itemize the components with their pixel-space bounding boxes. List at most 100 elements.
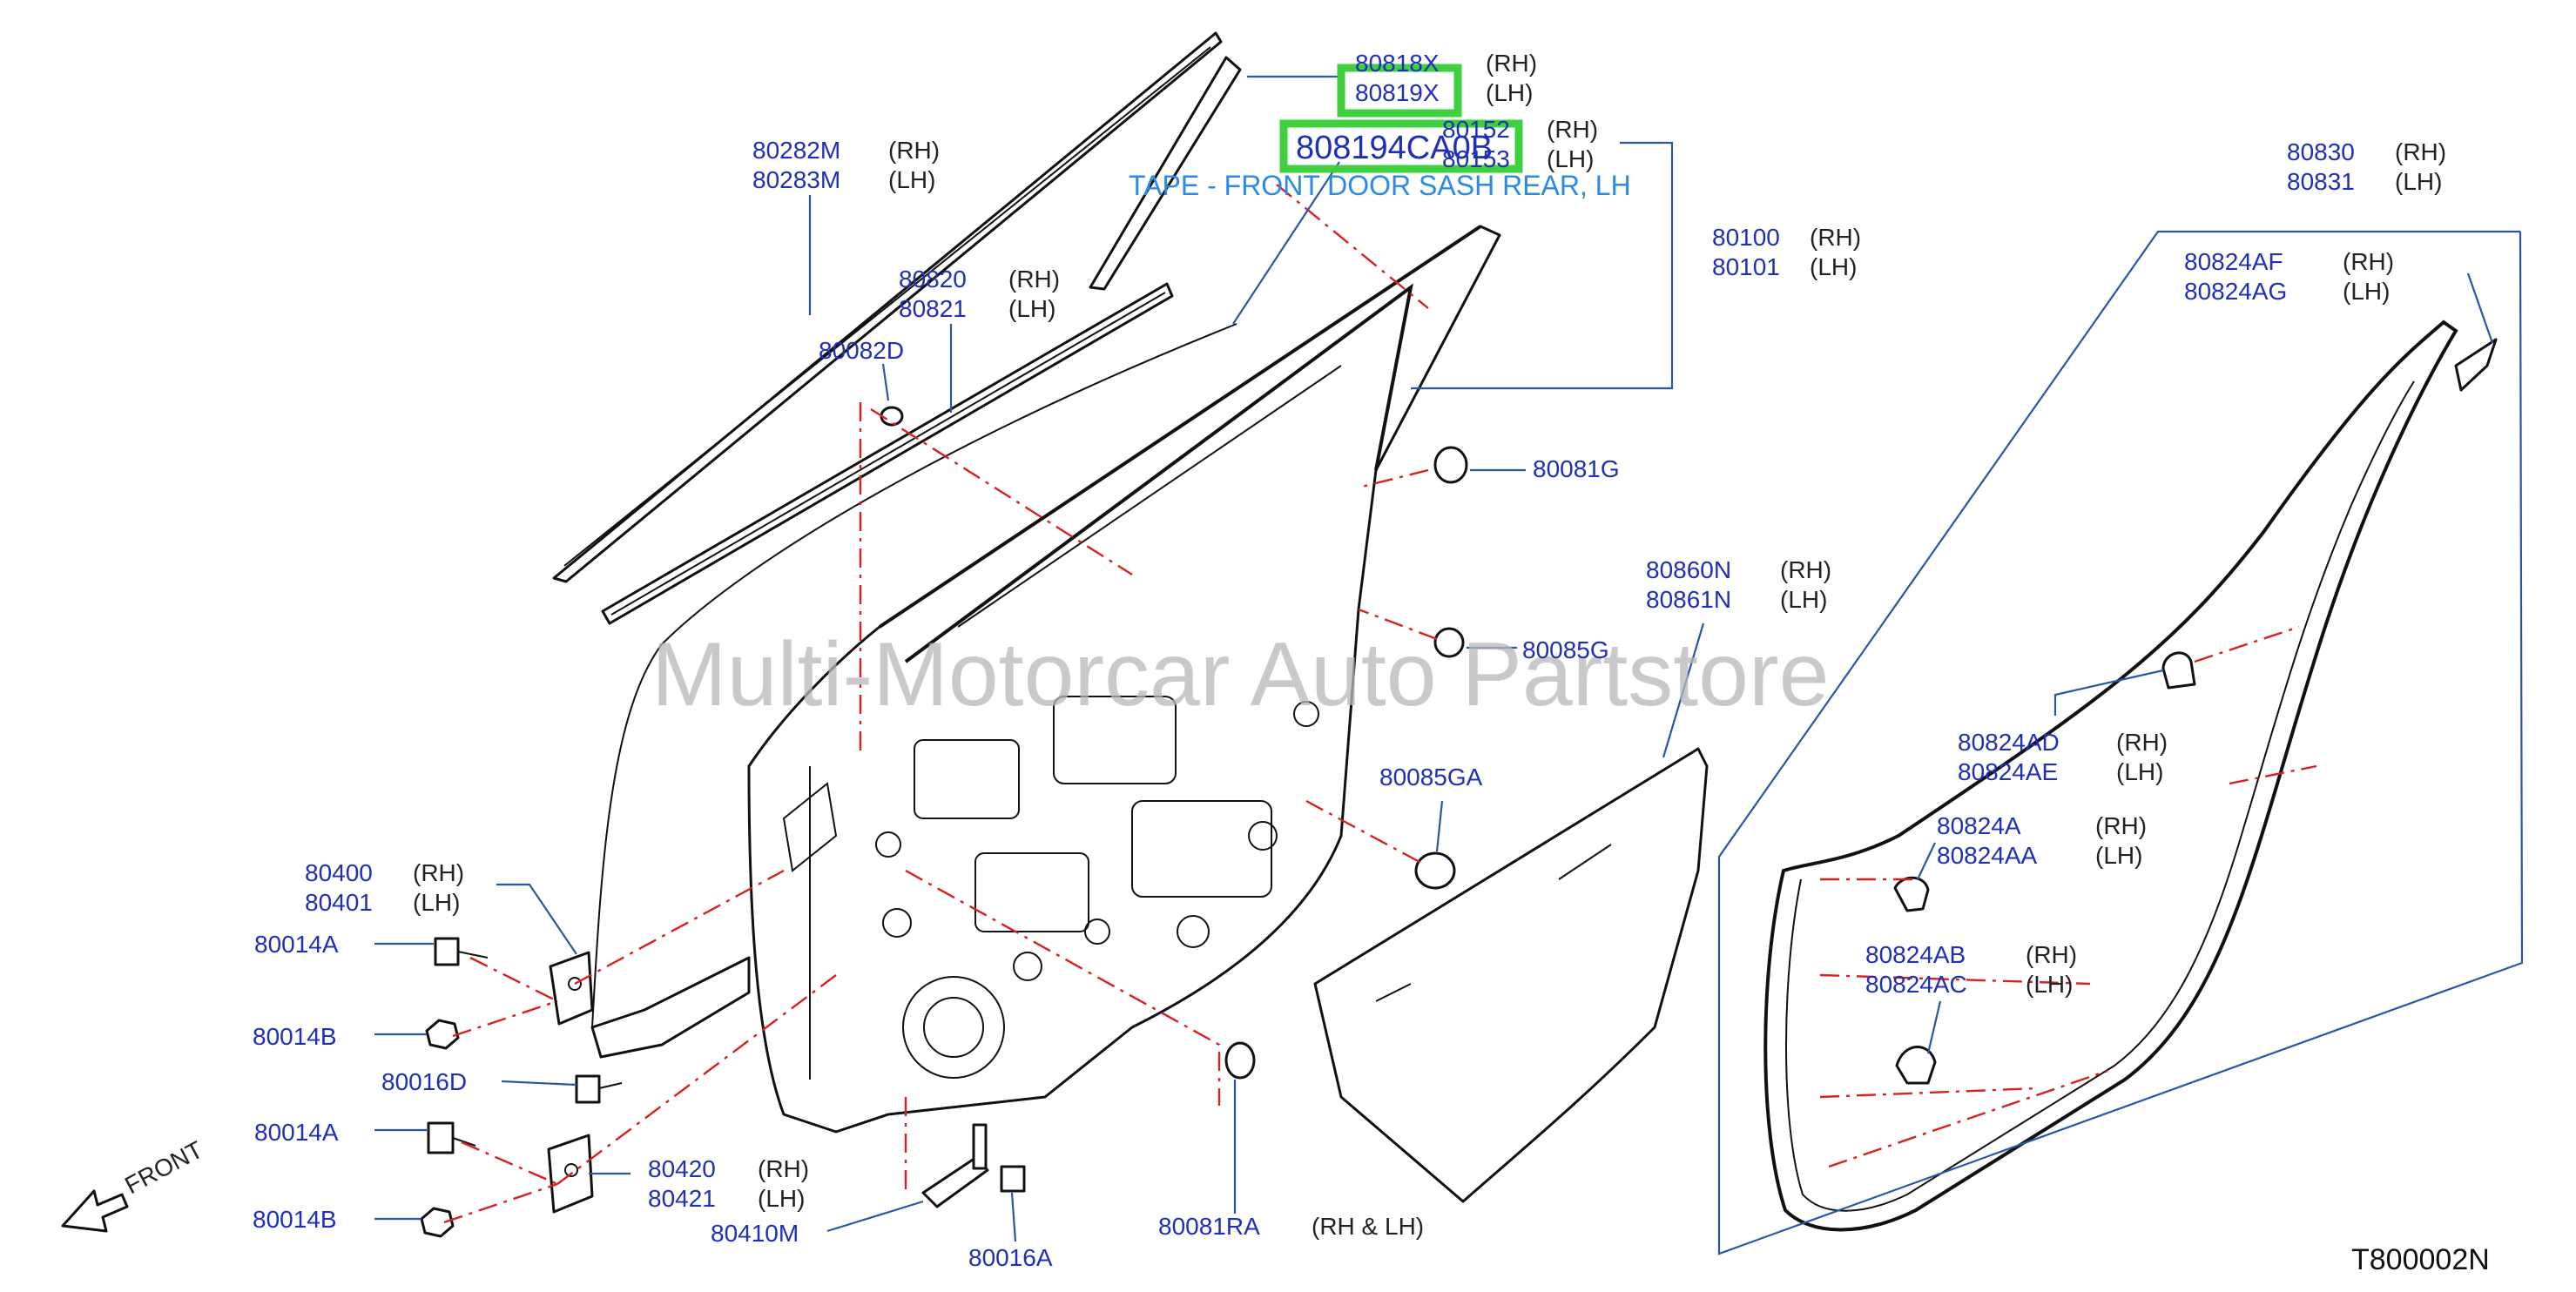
label-80824AB[interactable]: 80824AB(RH) [1865,941,2077,968]
svg-text:(RH): (RH) [2095,812,2147,839]
label-80081G[interactable]: 80081G [1533,455,1620,482]
bolt-80014A-upper [434,937,489,966]
label-80014B-lower[interactable]: 80014B [253,1206,337,1233]
svg-text:(RH): (RH) [2116,729,2168,756]
svg-text:80082D: 80082D [819,337,904,364]
svg-text:80830: 80830 [2287,138,2355,165]
svg-text:80420: 80420 [648,1155,716,1182]
label-80824AC[interactable]: 80824AC(LH) [1865,971,2073,998]
label-80014B-upper[interactable]: 80014B [253,1023,337,1050]
highlighted-part-number[interactable]: 808194CA0B [1296,130,1493,166]
label-80085GA[interactable]: 80085GA [1379,764,1483,791]
label-80824AF[interactable]: 80824AF(RH) [2184,248,2394,275]
label-80830[interactable]: 80830 (RH) [2287,138,2446,165]
label-80101[interactable]: 80101(LH) [1712,253,1857,280]
label-80820[interactable]: 80820(RH) [899,266,1060,293]
label-80861N[interactable]: 80861N(LH) [1646,586,1827,613]
label-80081RA[interactable]: 80081RA(RH & LH) [1158,1213,1424,1240]
svg-text:80153: 80153 [1442,145,1510,172]
label-80824A[interactable]: 80824A (RH) [1937,812,2147,839]
svg-text:(RH): (RH) [1547,116,1598,143]
svg-text:(RH): (RH) [888,137,940,164]
plug-80085GA [1414,851,1456,890]
svg-text:80824A: 80824A [1937,812,2021,839]
label-80860N[interactable]: 80860N(RH) [1646,556,1831,583]
svg-text:(RH): (RH) [2026,941,2077,968]
highlight-box-80819X [1337,64,1462,118]
door-check-link [921,1123,989,1208]
label-80401[interactable]: 80401(LH) [305,889,460,916]
label-80420[interactable]: 80420(RH) [648,1155,809,1182]
svg-text:(LH): (LH) [1547,145,1594,172]
label-80824AG[interactable]: 80824AG(LH) [2184,278,2390,305]
svg-text:80014B: 80014B [253,1206,337,1233]
watermark: Multi-Motorcar Auto Partstore [651,624,1829,725]
svg-text:80081G: 80081G [1533,455,1620,482]
label-80283M[interactable]: 80283M(LH) [752,166,935,193]
nut-80014B-upper [425,1019,460,1050]
svg-text:80819X: 80819X [1355,79,1440,106]
label-80400[interactable]: 80400 (RH) [305,859,464,886]
sash-moulding-strip [552,31,1223,583]
svg-text:(RH): (RH) [2395,138,2446,165]
svg-text:(LH): (LH) [2343,278,2390,305]
label-80014A-upper[interactable]: 80014A [254,931,339,958]
label-80014A-lower[interactable]: 80014A [254,1119,339,1146]
svg-text:(RH): (RH) [2343,248,2394,275]
svg-text:80400: 80400 [305,859,373,886]
svg-text:80860N: 80860N [1646,556,1731,583]
svg-text:80821: 80821 [899,295,967,322]
bolt-80016A [1000,1165,1026,1193]
label-80282M[interactable]: 80282M (RH) [752,137,940,164]
clip-80082D [880,406,904,427]
svg-text:80818X: 80818X [1355,50,1440,77]
svg-text:80861N: 80861N [1646,586,1731,613]
label-80818X[interactable]: 80818X (RH) [1355,50,1537,77]
label-80831[interactable]: 80831(LH) [2287,168,2442,195]
svg-text:80101: 80101 [1712,253,1780,280]
label-80824AA[interactable]: 80824AA(LH) [1937,842,2142,869]
label-80016A[interactable]: 80016A [968,1244,1053,1271]
part-labels: 80818X(RH) 80819X(LH) 80152(RH) 80153(LH… [253,50,2446,1271]
svg-text:(RH): (RH) [413,859,464,886]
grommet-80081G [1433,446,1468,484]
label-80085G[interactable]: 80085G [1522,636,1609,663]
svg-text:80016A: 80016A [968,1244,1053,1271]
label-80153[interactable]: 80153 (LH) [1442,145,1594,172]
clip-80824AD [2161,651,2196,690]
label-80824AE[interactable]: 80824AE(LH) [1958,758,2163,785]
svg-text:(LH): (LH) [2095,842,2142,869]
svg-text:(RH): (RH) [1008,266,1060,293]
svg-text:80824AE: 80824AE [1958,758,2058,785]
label-80824AD[interactable]: 80824AD(RH) [1958,729,2168,756]
label-80152[interactable]: 80152(RH) [1442,116,1598,143]
label-80082D[interactable]: 80082D [819,337,904,364]
door-outer-panel [590,956,751,1059]
door-outer-skin [591,323,1237,1028]
plug-80081RA [1224,1041,1256,1080]
svg-text:80410M: 80410M [711,1220,799,1247]
sealing-screen [1313,747,1709,1203]
svg-text:80016D: 80016D [381,1068,467,1095]
svg-text:80283M: 80283M [752,166,840,193]
svg-text:(RH): (RH) [1810,224,1861,251]
plug-80085G [1433,627,1465,658]
svg-text:80085G: 80085G [1522,636,1609,663]
label-80016D[interactable]: 80016D [381,1068,467,1095]
svg-text:(RH): (RH) [1486,50,1537,77]
label-80100[interactable]: 80100(RH) [1712,224,1861,251]
label-80421[interactable]: 80421(LH) [648,1185,805,1212]
svg-text:80014B: 80014B [253,1023,337,1050]
belt-moulding-strip [601,282,1174,625]
svg-text:80282M: 80282M [752,137,840,164]
assembly-dashed-lines [443,184,2317,1224]
weatherstrip-end-tape [2454,338,2498,392]
label-80410M[interactable]: 80410M [711,1220,799,1247]
label-80821[interactable]: 80821(LH) [899,295,1055,322]
label-80819X[interactable]: 80819X(LH) [1355,79,1533,106]
svg-text:80831: 80831 [2287,168,2355,195]
svg-text:80401: 80401 [305,889,373,916]
highlight-box-808194CA0B [1279,119,1523,173]
nut-80014B-lower [420,1207,455,1238]
svg-text:80014A: 80014A [254,931,339,958]
